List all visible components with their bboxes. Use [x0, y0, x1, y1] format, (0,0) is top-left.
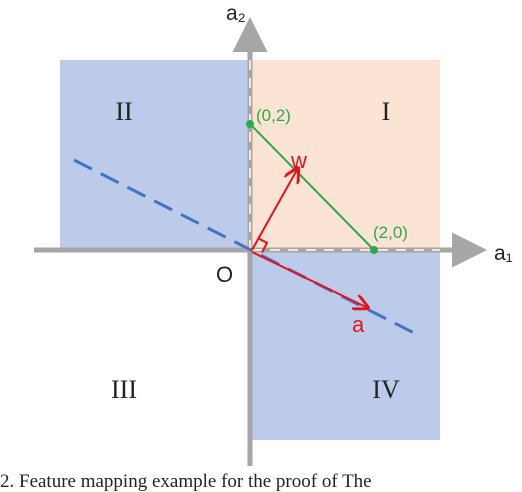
dashed-separator-line [73, 158, 421, 338]
point-0-2-label: (0,2) [256, 106, 291, 125]
quadrant-iii-label: III [111, 375, 137, 404]
quadrant-ii-region [60, 60, 250, 248]
horizontal-axis-label: a₁ [494, 242, 513, 265]
quadrant-iv-region [250, 252, 440, 440]
point-2-0-label: (2,0) [373, 223, 408, 242]
quadrant-i-label: I [382, 97, 391, 126]
vector-a-label: a [352, 312, 365, 337]
right-angle-marker [257, 237, 269, 254]
vector-w-label: w [290, 148, 307, 173]
quadrant-iv-label: IV [372, 375, 400, 404]
origin-label: O [216, 262, 233, 287]
figure-caption: 2. Feature mapping example for the proof… [0, 472, 372, 492]
vector-a-arrow [251, 251, 368, 308]
quadrant-i-region [250, 60, 440, 248]
green-segment [249, 123, 375, 251]
point-2-0 [370, 246, 378, 254]
quadrant-ii-label: II [115, 97, 132, 126]
vertical-axis-label: a₂ [226, 2, 246, 25]
point-0-2 [246, 120, 254, 128]
vector-w-arrow [251, 168, 298, 251]
